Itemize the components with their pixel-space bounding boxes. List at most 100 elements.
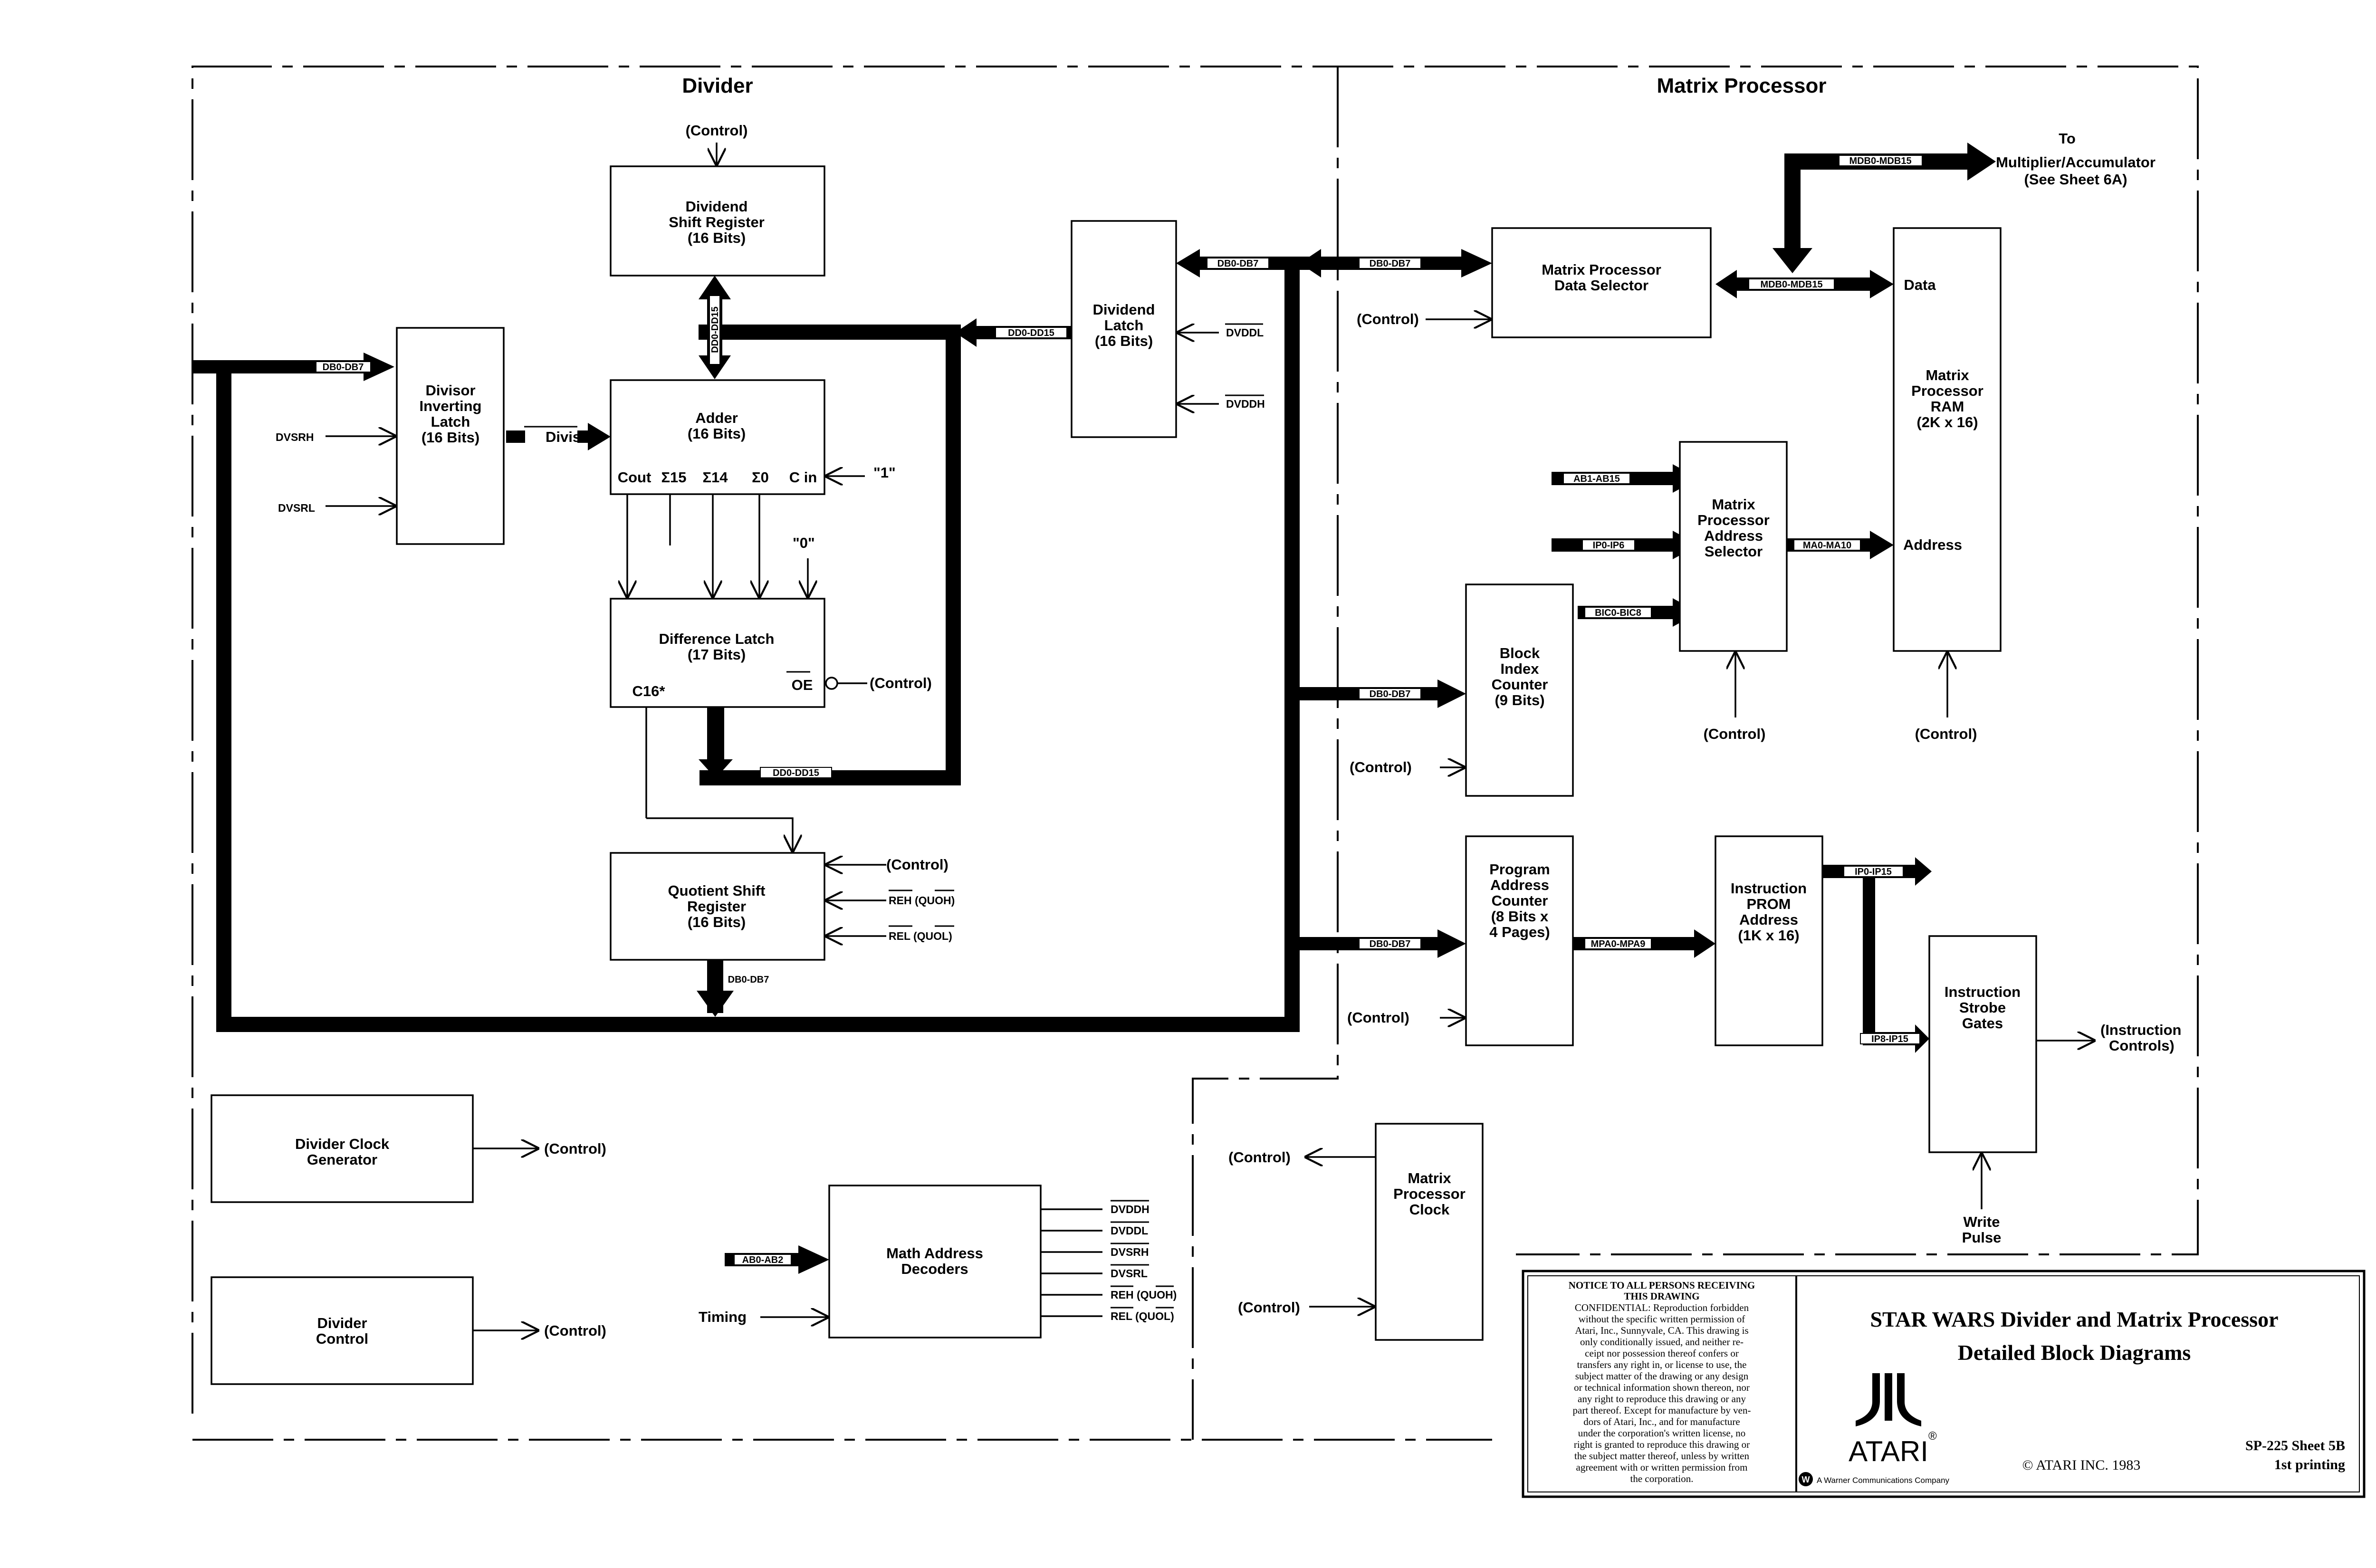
bus-label-db0-db7-quotient: DB0-DB7 xyxy=(728,975,769,985)
mp-ram-label: Matrix xyxy=(1926,367,1969,383)
svg-text:part thereof. Except for manuf: part thereof. Except for manufacture by … xyxy=(1573,1405,1751,1416)
control-label-data-selector: (Control) xyxy=(1357,311,1419,327)
svg-text:Strobe: Strobe xyxy=(1959,999,2006,1016)
mp-data-selector-label: Matrix Processor xyxy=(1542,261,1661,278)
adder-label: Adder xyxy=(695,410,738,426)
atari-wordmark: ATARI xyxy=(1849,1435,1928,1467)
mp-ram-data-port: Data xyxy=(1904,277,1936,293)
instruction-strobe-gates-block xyxy=(1928,935,2037,1153)
control-label-program-counter: (Control) xyxy=(1347,1009,1409,1026)
bus-label-db0-db7-program: DB0-DB7 xyxy=(1370,939,1411,949)
instruction-controls-label: (Instruction xyxy=(2100,1022,2182,1038)
svg-text:Processor: Processor xyxy=(1697,512,1770,528)
math-address-decoders-label: Math Address xyxy=(886,1245,983,1262)
svg-text:dors of Atari, Inc., and for m: dors of Atari, Inc., and for manufacture xyxy=(1583,1416,1740,1427)
program-address-counter-block xyxy=(1465,835,1574,1046)
write-pulse-label: Write xyxy=(1964,1214,2000,1230)
bus-label-db0-db7-block-index: DB0-DB7 xyxy=(1370,689,1411,699)
svg-text:W: W xyxy=(1802,1475,1810,1484)
copyright: © ATARI INC. 1983 xyxy=(2022,1457,2141,1473)
difference-latch-block xyxy=(610,598,825,708)
carry-in-one-label: "1" xyxy=(873,464,896,481)
svg-text:Register: Register xyxy=(687,898,746,915)
mp-ram-address-port: Address xyxy=(1903,536,1962,553)
bus-label-ab0-ab2: AB0-AB2 xyxy=(742,1255,784,1265)
bus-label-dd0-dd15-difference: DD0-DD15 xyxy=(773,768,819,778)
notice-text: NOTICE TO ALL PERSONS RECEIVING THIS DRA… xyxy=(1569,1280,1755,1484)
divider-clock-generator-block xyxy=(211,1094,474,1203)
svg-text:Multiplier/Accumulator: Multiplier/Accumulator xyxy=(1996,154,2156,171)
svg-text:(See Sheet 6A): (See Sheet 6A) xyxy=(2024,171,2127,188)
adder-cout-port: Cout xyxy=(618,469,651,486)
mp-ram-block xyxy=(1893,227,2002,652)
adder-cin-port: C in xyxy=(789,469,817,486)
math-address-decoders-block xyxy=(828,1185,1042,1339)
svg-text:the subject matter thereof, un: the subject matter thereof, unless by wr… xyxy=(1574,1450,1749,1462)
svg-text:Clock: Clock xyxy=(1409,1201,1450,1218)
svg-text:Controls): Controls) xyxy=(2109,1037,2175,1054)
bus-label-db0-db7-divisor: DB0-DB7 xyxy=(323,362,364,373)
atari-logo-icon xyxy=(1856,1373,1921,1426)
control-label-address-selector: (Control) xyxy=(1704,726,1766,742)
svg-text:(16 Bits): (16 Bits) xyxy=(688,229,746,246)
control-label-shift-register: (Control) xyxy=(686,122,748,139)
mp-clock-block xyxy=(1375,1123,1484,1341)
divider-section-title: Divider xyxy=(682,74,753,97)
registered-mark: ® xyxy=(1928,1430,1937,1443)
svg-text:any right to reproduce this dr: any right to reproduce this drawing or a… xyxy=(1578,1393,1746,1405)
svg-text:(16 Bits): (16 Bits) xyxy=(1095,333,1153,349)
blocks xyxy=(211,165,2037,1385)
program-address-counter-label: Program xyxy=(1489,861,1550,878)
mp-clock-label: Matrix xyxy=(1408,1170,1451,1186)
dvddh-label: DVDDH xyxy=(1226,398,1265,410)
svg-text:Processor: Processor xyxy=(1393,1186,1466,1202)
control-label-quotient: (Control) xyxy=(886,856,948,873)
difference-c16-port: C16* xyxy=(632,683,666,699)
svg-text:Control: Control xyxy=(316,1330,368,1347)
warner-tagline: A Warner Communications Company xyxy=(1817,1476,1950,1485)
svg-text:Counter: Counter xyxy=(1492,892,1548,909)
dividend-shift-register-label: Dividend xyxy=(686,198,748,215)
svg-text:without the specific written p: without the specific written permission … xyxy=(1579,1313,1745,1325)
svg-text:Generator: Generator xyxy=(307,1151,377,1168)
svg-text:Address: Address xyxy=(1704,527,1763,544)
svg-text:THIS DRAWING: THIS DRAWING xyxy=(1624,1291,1699,1302)
instruction-strobe-gates-label: Instruction xyxy=(1945,984,2021,1000)
dvddl-label: DVDDL xyxy=(1226,326,1264,339)
reh-quoh-label: REH (QUOH) xyxy=(889,894,955,907)
svg-text:(16 Bits): (16 Bits) xyxy=(688,914,746,930)
divider-control-block xyxy=(211,1276,474,1385)
svg-text:right is granted to reproduce: right is granted to reproduce this drawi… xyxy=(1574,1439,1750,1450)
control-label-block-index: (Control) xyxy=(1350,759,1412,775)
svg-text:Atari, Inc., Sunnyvale, CA. Th: Atari, Inc., Sunnyvale, CA. This drawing… xyxy=(1575,1325,1748,1336)
bus-label-ip0-ip15: IP0-IP15 xyxy=(1855,867,1892,877)
dividend-latch-label: Dividend xyxy=(1093,301,1155,318)
zero-label: "0" xyxy=(793,535,815,551)
svg-text:Processor: Processor xyxy=(1911,382,1983,399)
svg-text:agreement with or written perm: agreement with or written permission fro… xyxy=(1576,1462,1748,1473)
drawing-title: STAR WARS Divider and Matrix Processor xyxy=(1870,1307,2278,1331)
warner-logo-icon xyxy=(1799,1472,1813,1486)
block-index-counter-block xyxy=(1465,583,1574,797)
svg-text:Decoders: Decoders xyxy=(901,1261,968,1277)
svg-text:the corporation.: the corporation. xyxy=(1630,1473,1694,1484)
matrix-processor-section-title: Matrix Processor xyxy=(1657,74,1826,97)
title-block xyxy=(1522,1270,2366,1498)
dvsrh-label: DVSRH xyxy=(276,431,314,443)
svg-text:Gates: Gates xyxy=(1962,1015,2003,1032)
svg-text:Address: Address xyxy=(1739,911,1798,928)
rel-quol-label: REL (QUOL) xyxy=(889,930,952,942)
bus-label-dd0-dd15-latch: DD0-DD15 xyxy=(1008,328,1054,338)
svg-text:only conditionally issued, and: only conditionally issued, and neither r… xyxy=(1580,1336,1744,1348)
svg-text:Latch: Latch xyxy=(1104,317,1144,334)
instruction-prom-label: Instruction xyxy=(1731,880,1807,897)
bus-label-ab1-ab15: AB1-AB15 xyxy=(1573,474,1620,484)
decoder-out-dvddl: DVDDL xyxy=(1111,1224,1148,1237)
svg-text:(9 Bits): (9 Bits) xyxy=(1495,692,1544,708)
section-borders xyxy=(192,66,2199,1441)
adder-sum14-port: Σ14 xyxy=(702,469,728,486)
svg-text:transfers any right in, or lic: transfers any right in, or license to us… xyxy=(1577,1359,1747,1370)
dividend-latch-block xyxy=(1071,220,1177,438)
bus-label-boxes xyxy=(316,155,1923,1265)
divider-control-label: Divider xyxy=(317,1315,367,1331)
